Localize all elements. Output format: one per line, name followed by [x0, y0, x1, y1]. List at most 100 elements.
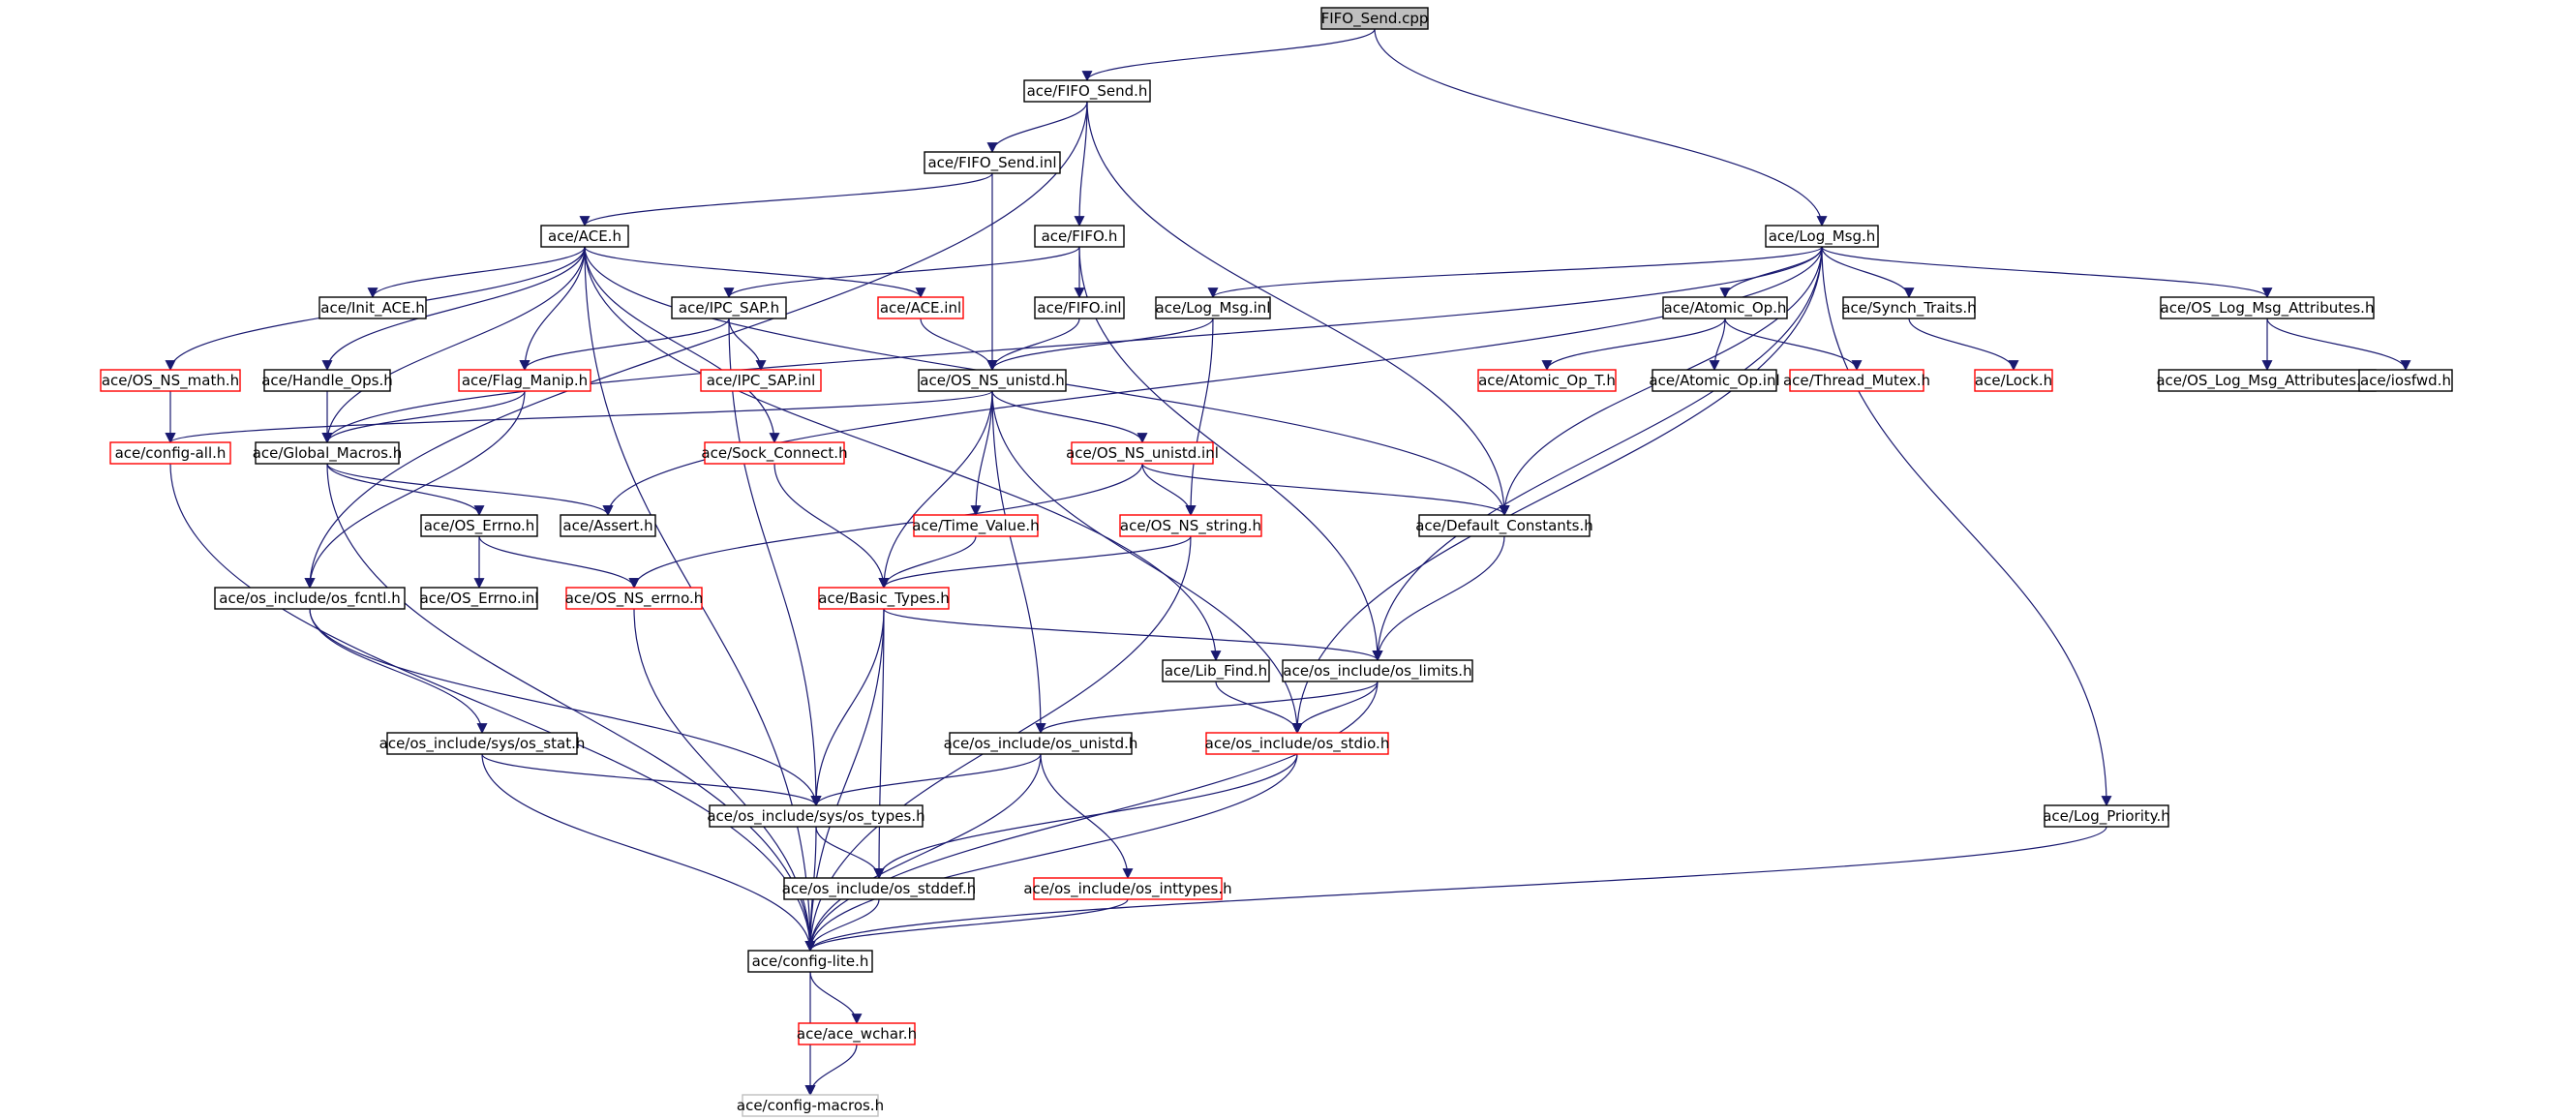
graph-node[interactable]: ace/Sock_Connect.h — [701, 441, 848, 465]
graph-node[interactable]: ace/Basic_Types.h — [818, 587, 950, 610]
node-box[interactable] — [1155, 296, 1271, 319]
node-box[interactable] — [918, 369, 1067, 392]
graph-node[interactable]: ace/OS_Log_Msg_Attributes.h — [2160, 296, 2375, 319]
node-box[interactable] — [263, 369, 391, 392]
node-box[interactable] — [1205, 732, 1389, 755]
graph-node[interactable]: ace/FIFO_Send.inl — [924, 151, 1061, 174]
graph-node[interactable]: ace/Lib_Find.h — [1162, 659, 1270, 682]
graph-node[interactable]: FIFO_Send.cpp — [1320, 7, 1429, 30]
node-box[interactable] — [100, 369, 241, 392]
graph-node[interactable]: ace/iosfwd.h — [2358, 369, 2453, 392]
node-box[interactable] — [1282, 659, 1473, 682]
graph-node[interactable]: ace/Thread_Mutex.h — [1783, 369, 1930, 392]
graph-node[interactable]: ace/OS_Log_Msg_Attributes.inl — [2156, 369, 2379, 392]
graph-node[interactable]: ace/Log_Priority.h — [2043, 804, 2170, 828]
node-box[interactable] — [565, 587, 703, 610]
node-box[interactable] — [1842, 296, 1976, 319]
graph-node[interactable]: ace/Handle_Ops.h — [261, 369, 393, 392]
graph-node[interactable]: ace/config-all.h — [109, 441, 231, 465]
node-box[interactable] — [1974, 369, 2053, 392]
node-box[interactable] — [1477, 369, 1617, 392]
node-box[interactable] — [742, 1094, 879, 1117]
graph-node[interactable]: ace/Assert.h — [560, 514, 656, 537]
graph-node[interactable]: ace/os_include/os_unistd.h — [944, 732, 1138, 755]
node-box[interactable] — [1789, 369, 1924, 392]
node-box[interactable] — [1034, 296, 1125, 319]
graph-node[interactable]: ace/os_include/os_inttypes.h — [1023, 877, 1232, 900]
node-box[interactable] — [949, 732, 1133, 755]
node-box[interactable] — [1119, 514, 1262, 537]
graph-node[interactable]: ace/FIFO.h — [1034, 225, 1125, 248]
graph-node[interactable]: ace/FIFO_Send.h — [1023, 79, 1151, 103]
graph-node[interactable]: ace/Default_Constants.h — [1415, 514, 1593, 537]
graph-node[interactable]: ace/os_include/sys/os_types.h — [707, 804, 925, 828]
node-box[interactable] — [420, 514, 538, 537]
graph-node[interactable]: ace/OS_NS_unistd.h — [918, 369, 1067, 392]
graph-node[interactable]: ace/Synch_Traits.h — [1841, 296, 1977, 319]
graph-node[interactable]: ace/Log_Msg.h — [1765, 225, 1879, 248]
node-box[interactable] — [458, 369, 591, 392]
node-box[interactable] — [2358, 369, 2453, 392]
graph-node[interactable]: ace/FIFO.inl — [1034, 296, 1125, 319]
node-box[interactable] — [913, 514, 1039, 537]
graph-node[interactable]: ace/Atomic_Op.inl — [1649, 369, 1780, 392]
graph-node[interactable]: ace/os_include/sys/os_stat.h — [379, 732, 586, 755]
graph-node[interactable]: ace/Atomic_Op_T.h — [1477, 369, 1617, 392]
node-box[interactable] — [318, 296, 427, 319]
graph-node[interactable]: ace/OS_NS_string.h — [1119, 514, 1262, 537]
graph-node[interactable]: ace/config-macros.h — [737, 1094, 884, 1117]
graph-node[interactable]: ace/os_include/os_stdio.h — [1205, 732, 1390, 755]
node-box[interactable] — [560, 514, 656, 537]
graph-node[interactable]: ace/ace_wchar.h — [797, 1022, 917, 1045]
node-box[interactable] — [704, 441, 845, 465]
graph-node[interactable]: ace/OS_NS_errno.h — [565, 587, 704, 610]
graph-node[interactable]: ace/Time_Value.h — [912, 514, 1040, 537]
node-label: ace/os_include/os_fcntl.h — [219, 590, 400, 608]
node-box[interactable] — [700, 369, 822, 392]
graph-node[interactable]: ace/IPC_SAP.h — [671, 296, 787, 319]
node-box[interactable] — [1662, 296, 1788, 319]
graph-node[interactable]: ace/OS_Errno.inl — [420, 587, 539, 610]
node-box[interactable] — [709, 804, 924, 828]
node-box[interactable] — [109, 441, 231, 465]
graph-node[interactable]: ace/OS_NS_unistd.inl — [1066, 441, 1219, 465]
graph-node[interactable]: ace/os_include/os_fcntl.h — [214, 587, 406, 610]
graph-node[interactable]: ace/ACE.inl — [877, 296, 964, 319]
node-box[interactable] — [2044, 804, 2169, 828]
graph-node[interactable]: ace/os_include/os_stddef.h — [782, 877, 977, 900]
graph-node[interactable]: ace/ACE.h — [540, 225, 629, 248]
graph-node[interactable]: ace/Atomic_Op.h — [1662, 296, 1788, 319]
node-box[interactable] — [747, 950, 873, 973]
node-box[interactable] — [420, 587, 538, 610]
graph-node[interactable]: ace/os_include/os_limits.h — [1282, 659, 1473, 682]
node-box[interactable] — [1033, 877, 1223, 900]
graph-node[interactable]: ace/Init_ACE.h — [318, 296, 427, 319]
node-box[interactable] — [924, 151, 1061, 174]
graph-node[interactable]: ace/OS_Errno.h — [420, 514, 538, 537]
graph-node[interactable]: ace/OS_NS_math.h — [100, 369, 241, 392]
graph-node[interactable]: ace/config-lite.h — [747, 950, 873, 973]
node-box[interactable] — [386, 732, 578, 755]
node-box[interactable] — [1162, 659, 1270, 682]
node-box[interactable] — [671, 296, 787, 319]
node-box[interactable] — [1023, 79, 1151, 103]
node-box[interactable] — [783, 877, 975, 900]
node-box[interactable] — [1652, 369, 1777, 392]
node-box[interactable] — [214, 587, 406, 610]
node-box[interactable] — [1034, 225, 1125, 248]
node-box[interactable] — [255, 441, 400, 465]
graph-node[interactable]: ace/IPC_SAP.inl — [700, 369, 822, 392]
node-box[interactable] — [1320, 7, 1429, 30]
graph-node[interactable]: ace/Lock.h — [1974, 369, 2053, 392]
graph-node[interactable]: ace/Global_Macros.h — [253, 441, 403, 465]
node-box[interactable] — [1071, 441, 1214, 465]
node-box[interactable] — [818, 587, 950, 610]
node-box[interactable] — [1418, 514, 1591, 537]
node-box[interactable] — [1765, 225, 1879, 248]
node-box[interactable] — [540, 225, 629, 248]
graph-node[interactable]: ace/Log_Msg.inl — [1155, 296, 1271, 319]
node-box[interactable] — [798, 1022, 916, 1045]
node-box[interactable] — [877, 296, 964, 319]
node-box[interactable] — [2160, 296, 2375, 319]
graph-node[interactable]: ace/Flag_Manip.h — [458, 369, 591, 392]
